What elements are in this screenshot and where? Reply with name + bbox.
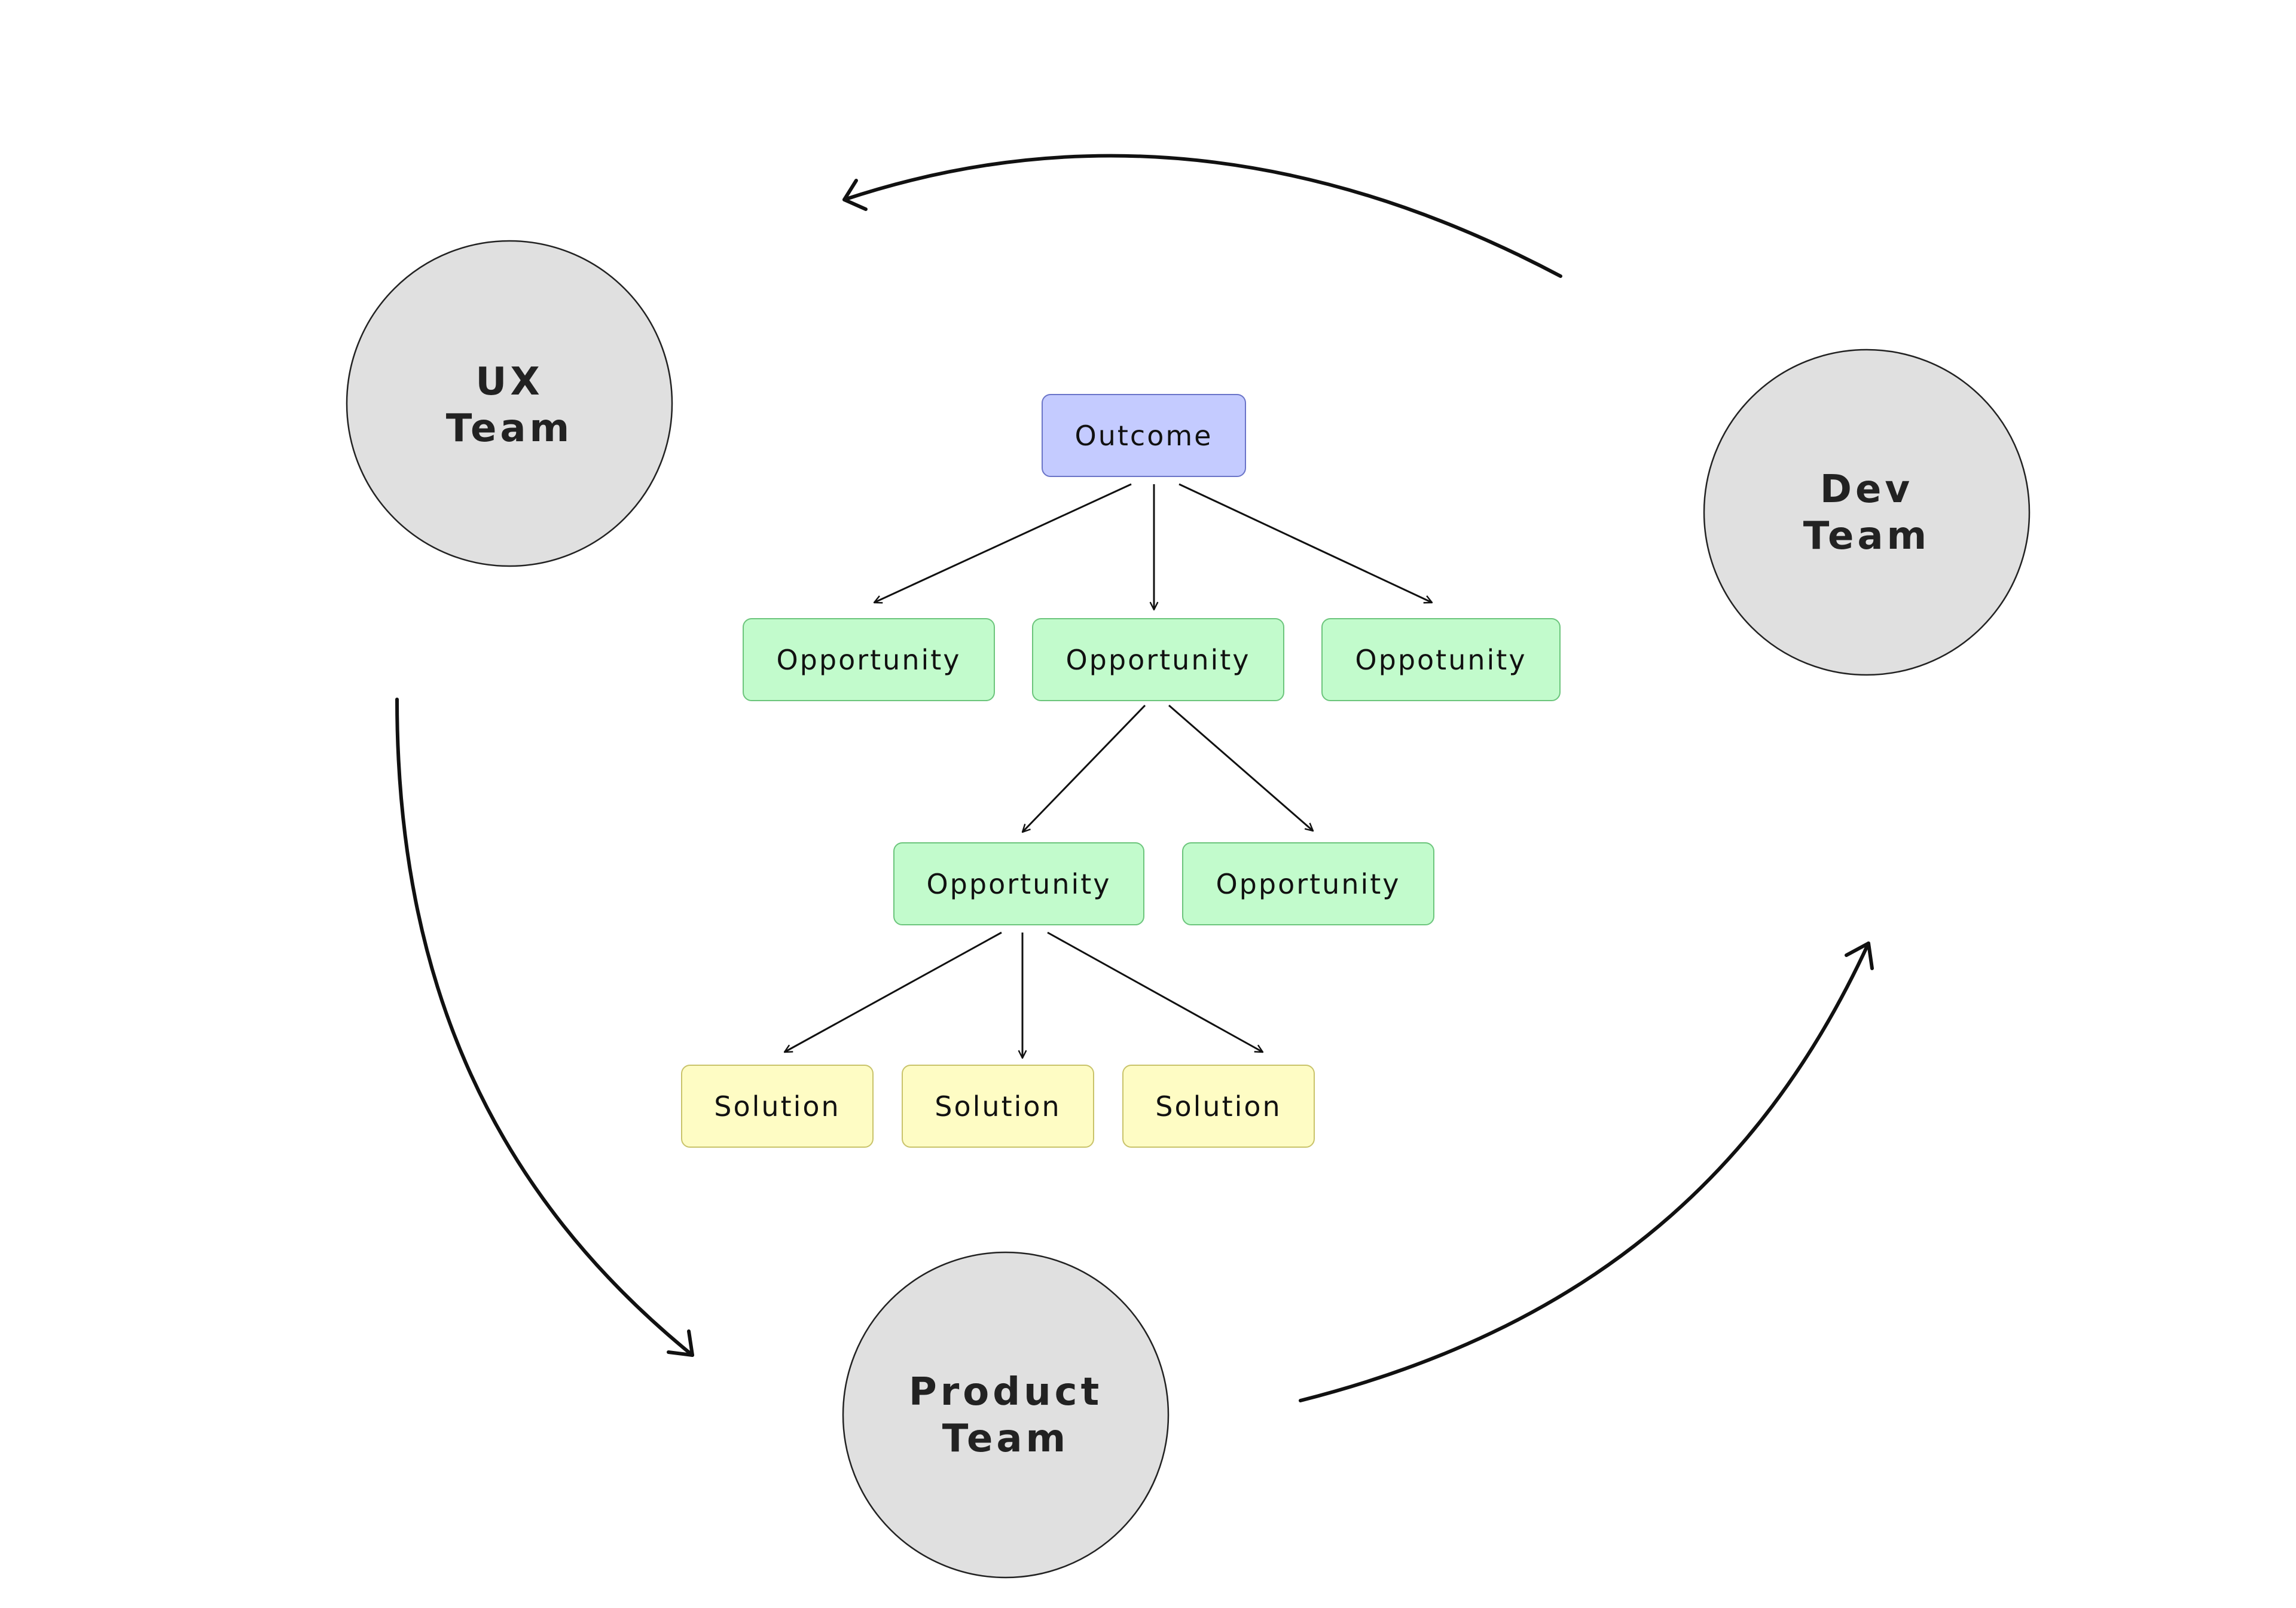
arrow-product-to-dev-head (1845, 941, 1874, 970)
dev-team-label-line1: Dev (1820, 467, 1913, 512)
outcome-label: Outcome (1075, 420, 1213, 452)
sub-opportunity-box-1 (893, 842, 1144, 925)
edge-sub-1-to-solution-3 (1047, 931, 1264, 1053)
outcome-box (1042, 394, 1246, 477)
solution-box-2 (902, 1065, 1094, 1148)
ux-team-label-line2: Team (446, 406, 573, 451)
opportunity-label-1: Opportunity (776, 644, 961, 676)
edge-sub-1-to-solution-1 (783, 931, 1002, 1053)
dev-team-circle (1703, 348, 2031, 676)
opportunity-node-2: Opportunity (1032, 618, 1284, 701)
ux-team-circle (346, 240, 673, 567)
opportunity-box-3 (1321, 618, 1561, 701)
ux-team: UX Team (346, 240, 673, 567)
arrow-ux-to-product-head (667, 1329, 694, 1357)
tree-edges (783, 483, 1433, 1059)
solution-box-3 (1122, 1065, 1315, 1148)
product-team: Product Team (842, 1251, 1170, 1579)
opportunity-box-2 (1032, 618, 1284, 701)
opportunity-label-3: Oppotunity (1355, 644, 1526, 676)
edge-opportunity-2-to-sub-1 (1021, 704, 1146, 833)
opportunity-node-3: Oppotunity (1321, 618, 1561, 701)
product-team-label-line1: Product (909, 1370, 1103, 1414)
arrow-dev-to-ux (842, 154, 1562, 278)
solution-node-1: Solution (681, 1065, 874, 1148)
solution-label-1: Solution (714, 1090, 840, 1123)
solution-box-1 (681, 1065, 874, 1148)
product-team-label-line2: Team (942, 1417, 1069, 1461)
sub-opportunity-node-1: Opportunity (893, 842, 1144, 925)
solution-node-3: Solution (1122, 1065, 1315, 1148)
edge-outcome-to-opportunity-1 (873, 483, 1132, 604)
sub-opportunity-label-2: Opportunity (1216, 868, 1400, 900)
product-team-circle (842, 1251, 1170, 1579)
arrow-dev-to-ux-head (842, 179, 868, 211)
arrow-product-to-dev (1299, 941, 1870, 1402)
opportunity-label-2: Opportunity (1065, 644, 1250, 676)
outcome-node: Outcome (1042, 394, 1246, 477)
solution-node-2: Solution (902, 1065, 1094, 1148)
solution-label-2: Solution (935, 1090, 1061, 1123)
edge-outcome-to-opportunity-3 (1178, 483, 1433, 604)
sub-opportunity-box-2 (1182, 842, 1434, 925)
opportunity-node-1: Opportunity (743, 618, 995, 701)
opportunity-box-1 (743, 618, 995, 701)
arrow-ux-to-product (395, 698, 694, 1357)
sub-opportunity-label-1: Opportunity (926, 868, 1111, 900)
edge-opportunity-2-to-sub-2 (1168, 704, 1314, 832)
solution-label-3: Solution (1155, 1090, 1281, 1123)
sub-opportunity-node-2: Opportunity (1182, 842, 1434, 925)
ux-team-label-line1: UX (475, 360, 543, 404)
dev-team: Dev Team (1703, 348, 2031, 676)
dev-team-label-line2: Team (1803, 514, 1930, 558)
cycle-arrows (395, 154, 1874, 1402)
